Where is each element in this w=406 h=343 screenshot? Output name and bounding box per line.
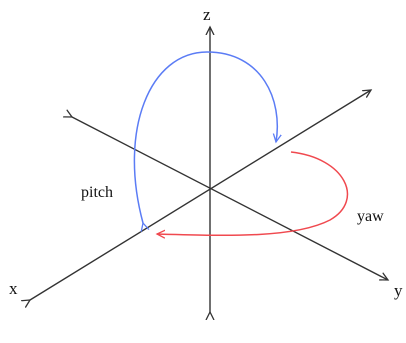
y-axis-label: y [394,281,403,300]
x-axis-label: x [9,279,18,298]
z-axis-label: z [203,5,211,24]
pitch-label: pitch [81,184,113,201]
yaw-label: yaw [357,208,384,225]
yaw-rotation-arrow [157,151,349,235]
pitch-rotation-arrow [133,51,277,223]
y-axis-line [72,117,388,280]
